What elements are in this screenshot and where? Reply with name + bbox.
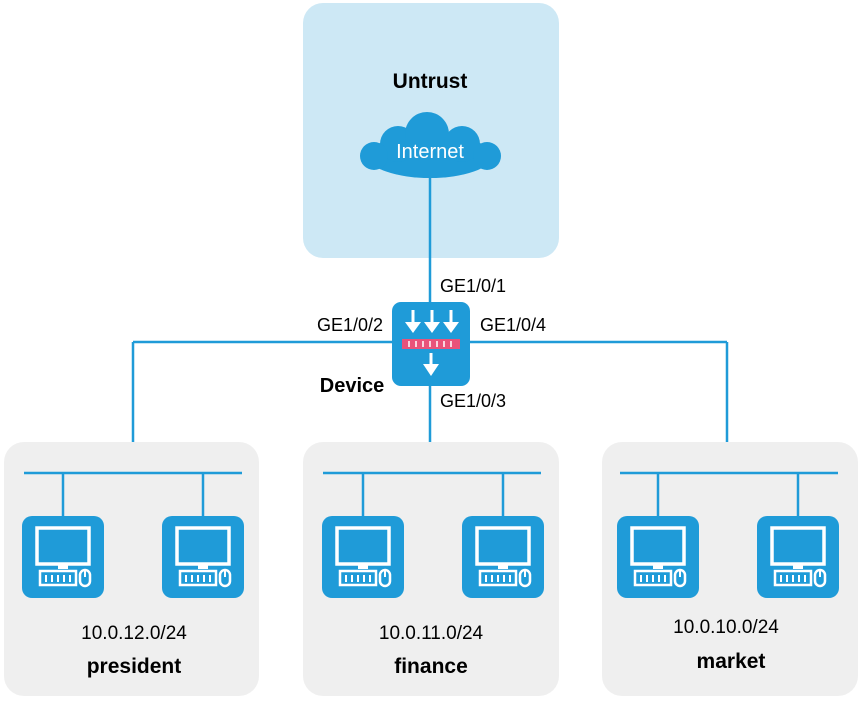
pc-icon	[320, 514, 406, 600]
firewall-icon	[392, 302, 470, 386]
cloud-icon	[360, 112, 501, 178]
port-ge1-0-4: GE1/0/4	[480, 315, 546, 335]
zone-subnet: 10.0.10.0/24	[673, 617, 779, 638]
zone-subnet: 10.0.11.0/24	[379, 623, 484, 644]
zone-president: 10.0.12.0/24 president	[4, 442, 259, 696]
zone-name: finance	[394, 655, 468, 678]
pc-icon	[20, 514, 106, 600]
port-ge1-0-2: GE1/0/2	[317, 315, 383, 335]
zone-market: 10.0.10.0/24 market	[602, 442, 858, 696]
pc-icon	[160, 514, 246, 600]
port-ge1-0-1: GE1/0/1	[440, 276, 506, 296]
zone-subnet: 10.0.12.0/24	[81, 623, 187, 644]
zone-finance: 10.0.11.0/24 finance	[303, 442, 559, 696]
pc-icon	[615, 514, 701, 600]
pc-icon	[460, 514, 546, 600]
device-label: Device	[320, 375, 385, 397]
pc-icon	[755, 514, 841, 600]
zone-name: president	[87, 655, 182, 678]
port-ge1-0-3: GE1/0/3	[440, 391, 506, 411]
untrust-label: Untrust	[393, 70, 468, 93]
zone-name: market	[697, 650, 766, 673]
internet-label: Internet	[396, 141, 464, 163]
